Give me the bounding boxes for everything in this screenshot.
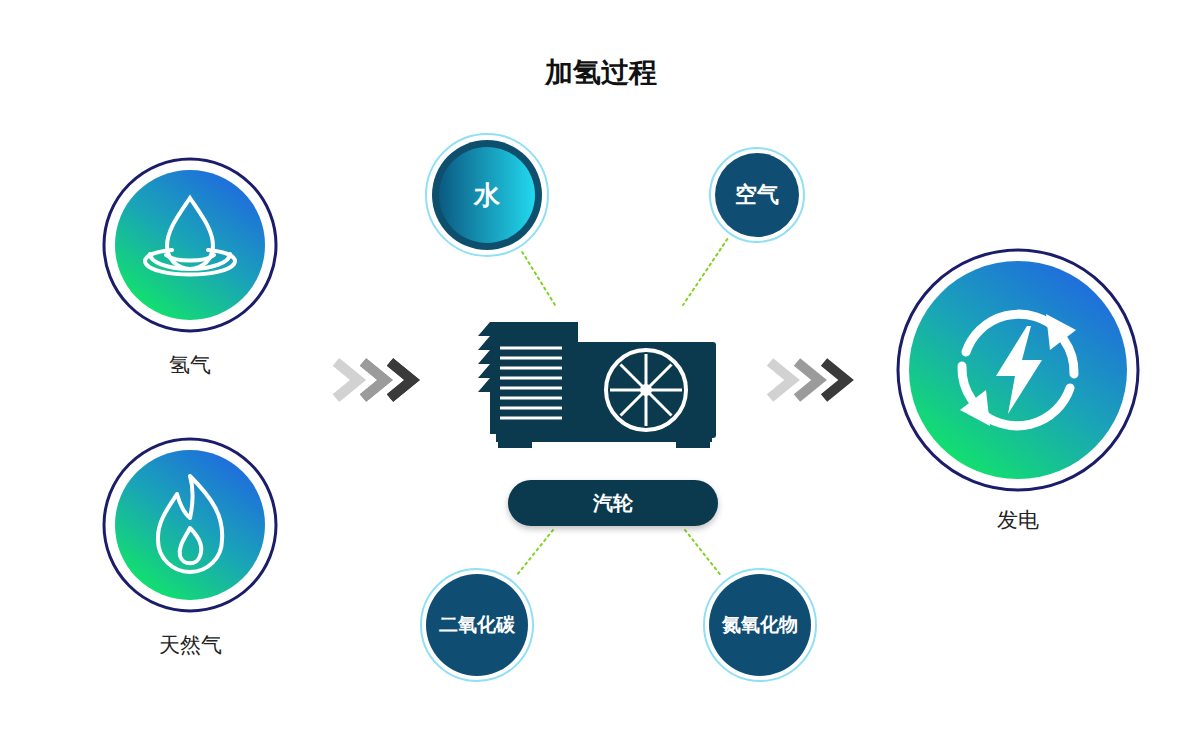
resource-circle: 空气 xyxy=(709,147,805,243)
turbine-right-block xyxy=(574,342,716,438)
louvre xyxy=(500,397,562,400)
circle-shape xyxy=(896,248,1140,492)
circle-ring xyxy=(426,574,528,676)
louvre xyxy=(500,347,562,350)
dotted-link xyxy=(516,530,553,577)
chevron xyxy=(824,362,846,398)
circle-ring xyxy=(715,153,799,237)
chevron xyxy=(336,362,358,398)
circle-ring xyxy=(426,134,548,256)
node-label: 发电 xyxy=(997,506,1039,534)
diagram-title: 加氢过程 xyxy=(0,54,1201,92)
dotted-line xyxy=(516,530,553,577)
circle-ring xyxy=(421,569,533,681)
spoke xyxy=(610,389,682,392)
source-circle: 发电 xyxy=(896,248,1140,492)
flow-arrow xyxy=(770,362,846,398)
dotted-line xyxy=(685,530,722,576)
louvre xyxy=(500,357,562,360)
circle-ring xyxy=(898,250,1138,490)
circle-ring xyxy=(104,439,276,611)
circle-ring xyxy=(115,170,265,320)
turbine-foot xyxy=(498,440,532,448)
dotted-link xyxy=(522,252,555,305)
circle-ring xyxy=(432,140,542,250)
louvres xyxy=(500,348,562,418)
dotted-line xyxy=(683,239,727,305)
node-label: 天然气 xyxy=(159,631,222,659)
wheel-hub xyxy=(640,384,652,396)
louvre xyxy=(500,407,562,410)
chevron xyxy=(390,362,412,398)
circle-shape xyxy=(102,157,278,333)
circle-label: 氮氧化物 xyxy=(722,612,798,638)
chevron xyxy=(390,362,412,398)
turbine-wheel-rim xyxy=(606,350,686,430)
source-circle: 天然气 xyxy=(102,437,278,613)
flow-arrow xyxy=(336,362,412,398)
louvre xyxy=(500,367,562,370)
circle-ring xyxy=(439,147,535,243)
resource-circle: 氮氧化物 xyxy=(703,568,817,682)
chevron xyxy=(797,362,819,398)
circle-ring xyxy=(115,450,265,600)
louvre xyxy=(500,377,562,380)
turbine-base xyxy=(496,430,712,442)
circle-ring xyxy=(704,569,816,681)
flow-arrow xyxy=(336,362,412,398)
node-label: 氢气 xyxy=(169,351,211,379)
spoke xyxy=(645,354,648,426)
dotted-link xyxy=(685,530,722,576)
circle-ring xyxy=(710,148,804,242)
circle-label: 水 xyxy=(474,178,500,213)
chevron xyxy=(770,362,792,398)
circle-ring xyxy=(709,574,811,676)
circle-ring xyxy=(104,159,276,331)
turbine-foot xyxy=(676,440,710,448)
circle-ring xyxy=(909,261,1127,479)
dotted-line xyxy=(522,252,555,305)
turbine-node: 汽轮 xyxy=(470,305,720,530)
chevron xyxy=(363,362,385,398)
chevron xyxy=(363,362,385,398)
circle-label: 空气 xyxy=(735,180,779,210)
chevron xyxy=(336,362,358,398)
wheel-spokes xyxy=(610,354,682,426)
pill-label: 汽轮 xyxy=(508,480,718,526)
turbine-fins xyxy=(478,322,490,392)
resource-circle: 二氧化碳 xyxy=(420,568,534,682)
spoke xyxy=(621,365,672,416)
circle-label: 二氧化碳 xyxy=(439,612,515,638)
source-circle: 氢气 xyxy=(102,157,278,333)
louvre xyxy=(500,387,562,390)
circle-shape xyxy=(102,437,278,613)
dotted-link xyxy=(683,239,727,305)
turbine-illustration xyxy=(478,322,716,448)
resource-circle: 水 xyxy=(425,133,549,257)
louvre xyxy=(500,417,562,420)
spoke xyxy=(621,365,672,416)
turbine-left-block xyxy=(490,322,578,434)
